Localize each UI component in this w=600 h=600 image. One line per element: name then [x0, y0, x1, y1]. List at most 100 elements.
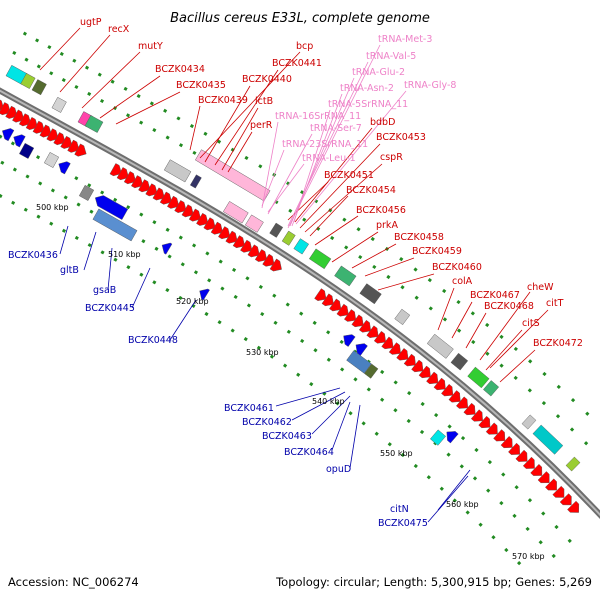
- tick-mark: [269, 354, 275, 359]
- label-connector: [131, 267, 151, 309]
- label-connector: [304, 163, 383, 233]
- tick-mark: [87, 183, 92, 188]
- label-connector: [261, 149, 285, 207]
- kbp-label: 560 kbp: [446, 500, 479, 509]
- tick-mark: [176, 116, 181, 121]
- tick-mark: [393, 408, 398, 413]
- gene-label: recX: [108, 24, 130, 35]
- gene-label: prkA: [376, 220, 398, 231]
- tick-mark: [76, 202, 81, 207]
- tick-mark: [11, 200, 16, 205]
- tick-mark: [113, 257, 118, 262]
- tick-mark: [100, 250, 105, 255]
- label-connector: [377, 273, 435, 291]
- gene-feature: [5, 105, 18, 119]
- tick-mark: [36, 214, 41, 219]
- tick-mark: [567, 538, 572, 543]
- label-connector: [451, 301, 473, 339]
- tick-mark: [555, 414, 561, 419]
- tick-mark: [36, 155, 41, 160]
- gene-label: bdbD: [370, 117, 395, 128]
- tick-mark: [152, 127, 157, 133]
- label-connector: [294, 127, 373, 223]
- gene-feature: [293, 238, 309, 255]
- gene-feature: [309, 248, 332, 270]
- gene-label: BCZK0464: [284, 447, 334, 458]
- gene-feature: [152, 187, 165, 201]
- tick-mark: [419, 429, 425, 435]
- tick-mark: [541, 401, 547, 406]
- gene-feature: [467, 366, 490, 389]
- tick-mark: [406, 418, 411, 424]
- gene-label: ugtP: [80, 17, 102, 28]
- gene-feature: [366, 325, 379, 338]
- tick-mark: [400, 285, 405, 290]
- gene-feature: [189, 174, 202, 189]
- label-connector: [331, 401, 351, 451]
- label-connector: [291, 93, 343, 227]
- tick-mark: [330, 235, 335, 241]
- tick-mark: [218, 259, 223, 264]
- tick-mark: [163, 108, 168, 113]
- tick-mark: [35, 38, 40, 43]
- tick-mark: [499, 363, 504, 368]
- label-connector: [314, 215, 359, 246]
- tick-mark: [442, 288, 447, 294]
- gene-feature: [411, 359, 424, 373]
- label-connector: [81, 51, 141, 109]
- kbp-label: 540 kbp: [312, 397, 345, 406]
- rna-label: tRNA-Val-5: [366, 51, 416, 62]
- tick-mark: [97, 72, 102, 77]
- tick-mark: [178, 235, 183, 240]
- tick-mark: [491, 535, 496, 540]
- gene-feature: [46, 128, 59, 142]
- tick-mark: [36, 64, 41, 69]
- gene-feature: [355, 343, 368, 356]
- tick-mark: [243, 337, 248, 342]
- tick-mark: [485, 351, 490, 356]
- label-connector: [499, 349, 536, 383]
- gene-feature: [84, 115, 104, 133]
- tick-mark: [12, 167, 17, 172]
- label-connector: [275, 387, 341, 407]
- gene-feature: [336, 303, 349, 317]
- bottom-gene-labels: BCZK0436 gltB gsaB BCZK0445 BCZK0448 BCZ…: [8, 250, 428, 529]
- tick-mark: [516, 561, 522, 566]
- gene-feature: [94, 195, 129, 220]
- gene-feature: [381, 336, 394, 350]
- gene-label: cspR: [380, 152, 403, 163]
- label-connector: [299, 143, 381, 229]
- label-connector: [287, 44, 381, 229]
- tick-mark: [456, 299, 461, 305]
- tick-mark: [513, 346, 518, 352]
- tick-mark: [136, 94, 141, 99]
- label-connector: [287, 181, 329, 221]
- gene-feature: [131, 175, 144, 189]
- gene-label: citT: [546, 298, 564, 309]
- tick-mark: [512, 513, 517, 518]
- tick-mark: [258, 164, 263, 169]
- tick-mark: [514, 485, 519, 490]
- tick-mark: [434, 413, 439, 418]
- gene-feature: [74, 143, 87, 157]
- gene-feature: [358, 319, 372, 333]
- tick-mark: [203, 131, 208, 136]
- tick-mark: [344, 245, 349, 250]
- tick-mark: [442, 317, 448, 322]
- gene-label: perR: [250, 120, 273, 131]
- gene-label: BCZK0454: [346, 185, 396, 196]
- tick-mark: [141, 239, 146, 244]
- gene-feature: [116, 167, 129, 181]
- gene-feature: [450, 352, 469, 371]
- gene-feature: [31, 79, 47, 96]
- kbp-label: 500 kbp: [36, 203, 69, 212]
- gene-feature: [43, 152, 60, 168]
- tick-mark: [427, 278, 432, 283]
- tick-mark: [380, 397, 385, 402]
- label-connector: [59, 34, 111, 93]
- gene-feature: [515, 449, 528, 462]
- tick-mark: [217, 320, 222, 325]
- gene-feature: [18, 113, 32, 127]
- tick-mark: [583, 441, 589, 446]
- tick-mark: [192, 150, 197, 155]
